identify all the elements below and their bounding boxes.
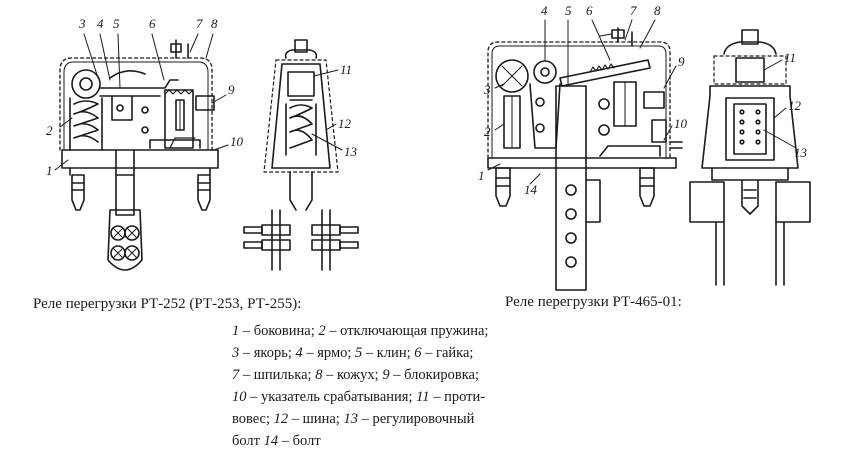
callout-14: 14 (524, 182, 538, 197)
legend-line: 10 – указатель срабатывания; 11 – проти- (232, 386, 488, 408)
rt252-side-view (243, 39, 359, 271)
callout-4: 4 (541, 3, 548, 18)
caption-rt252: Реле перегрузки РТ-252 (РТ-253, РТ-255): (33, 296, 302, 312)
legend-part-text: – проти- (429, 389, 486, 405)
legend-part-number: 6 (414, 345, 422, 361)
legend-part-number: 4 (295, 345, 303, 361)
legend-part-number: 12 (273, 411, 289, 427)
callout-6: 6 (586, 3, 593, 18)
callout-11: 11 (784, 50, 796, 65)
legend-part-text: – клин; (362, 345, 415, 361)
callout-2: 2 (46, 123, 53, 138)
callout-7: 7 (196, 16, 203, 31)
legend-part-number: 13 (343, 411, 358, 427)
legend-part-number: 9 (382, 367, 390, 383)
legend-line: вовес; 12 – шина; 13 – регулировочный (232, 408, 488, 430)
callout-3: 3 (78, 16, 86, 31)
legend-part-number: 2 (318, 323, 326, 339)
callout-6: 6 (149, 16, 156, 31)
legend-part-text: – якорь; (239, 345, 296, 361)
callout-7: 7 (630, 3, 637, 18)
callout-2: 2 (484, 124, 491, 139)
callout-9: 9 (678, 54, 685, 69)
legend-part-text: – шпилька; (239, 367, 316, 383)
callout-12: 12 (788, 98, 802, 113)
legend-part-text: – боковина; (239, 323, 319, 339)
legend-part-text: – гайка; (421, 345, 474, 361)
rt465-side-view (689, 29, 811, 286)
legend-part-number: 8 (315, 367, 323, 383)
legend-part-text: вовес; (232, 411, 274, 427)
rt465-front-view (487, 19, 683, 291)
legend-part-number: 14 (263, 433, 279, 449)
legend-line: 1 – боковина; 2 – отключающая пружина; (232, 320, 488, 342)
callout-11: 11 (340, 62, 352, 77)
legend-part-number: 10 (232, 389, 247, 405)
legend-line: болт 14 – болт (232, 430, 488, 452)
callout-5: 5 (113, 16, 120, 31)
legend-part-number: 11 (416, 389, 430, 405)
callout-numbers: 3 4 5 6 7 8 9 10 2 1 11 12 13 4 5 6 7 8 … (46, 3, 808, 197)
legend-part-text: болт (232, 433, 264, 449)
callout-13: 13 (344, 144, 358, 159)
callout-9: 9 (228, 82, 235, 97)
callout-4: 4 (97, 16, 104, 31)
legend-part-number: 1 (232, 323, 240, 339)
parts-legend: 1 – боковина; 2 – отключающая пружина;3 … (232, 320, 488, 452)
callout-1: 1 (46, 163, 53, 178)
legend-line: 3 – якорь; 4 – ярмо; 5 – клин; 6 – гайка… (232, 342, 488, 364)
callout-10: 10 (674, 116, 688, 131)
legend-part-text: – блокировка; (389, 367, 480, 383)
legend-line: 7 – шпилька; 8 – кожух; 9 – блокировка; (232, 364, 488, 386)
callout-1: 1 (478, 168, 485, 183)
legend-part-text: – болт (278, 433, 321, 449)
legend-part-text: – указатель срабатывания; (246, 389, 417, 405)
rt252-front-view (54, 33, 229, 271)
callout-8: 8 (211, 16, 218, 31)
relay-drawings: 3 4 5 6 7 8 9 10 2 1 11 12 13 4 5 6 7 8 … (46, 3, 811, 291)
legend-part-text: – кожух; (322, 367, 383, 383)
callout-13: 13 (794, 145, 808, 160)
legend-part-text: – шина; (288, 411, 344, 427)
legend-part-number: 5 (355, 345, 363, 361)
caption-rt465: Реле перегрузки РТ-465-01: (505, 294, 682, 310)
legend-part-text: – ярмо; (302, 345, 356, 361)
legend-part-text: – регулировочный (357, 411, 475, 427)
legend-part-number: 7 (232, 367, 240, 383)
callout-12: 12 (338, 116, 352, 131)
legend-part-number: 3 (232, 345, 240, 361)
legend-part-text: – отключающая пружина; (325, 323, 489, 339)
callout-10: 10 (230, 134, 244, 149)
callout-3: 3 (483, 82, 491, 97)
callout-8: 8 (654, 3, 661, 18)
callout-5: 5 (565, 3, 572, 18)
